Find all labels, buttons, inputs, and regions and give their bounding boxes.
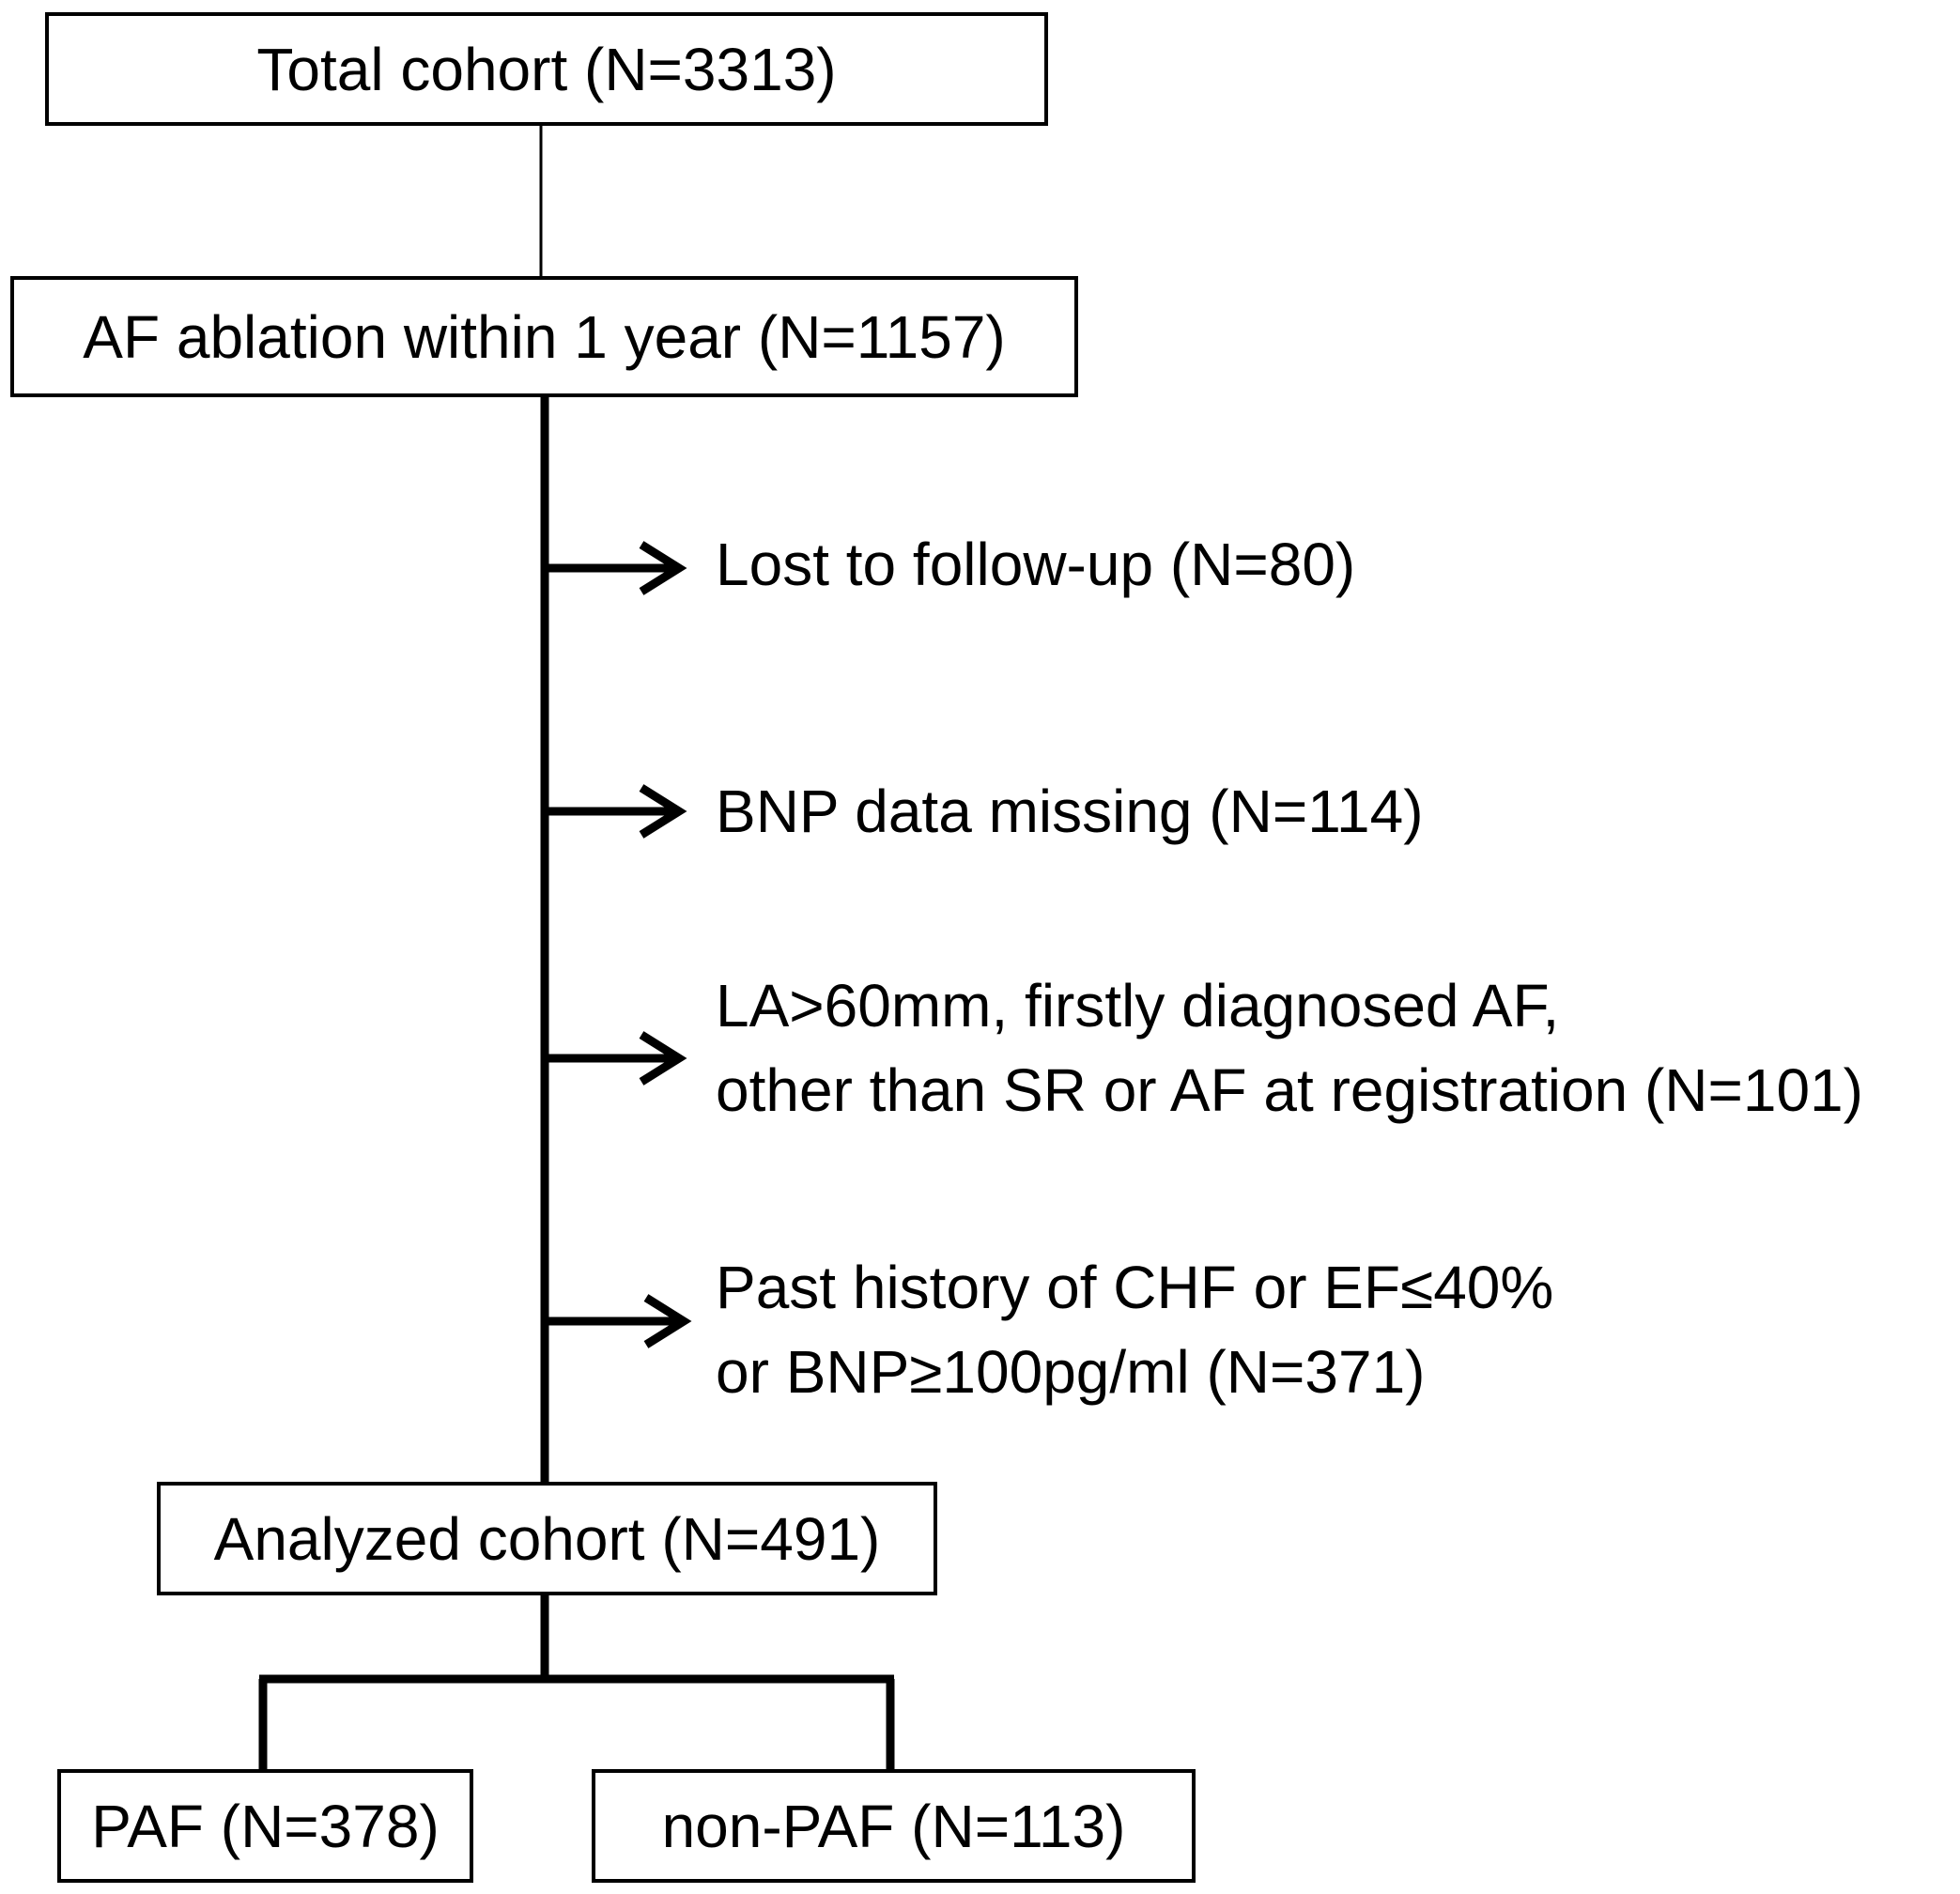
exclusion-lost-to-follow-up: Lost to follow-up (N=80): [716, 522, 1355, 607]
exclusion-arrow-1: [545, 541, 687, 595]
exclusion-arrow-4: [545, 1294, 692, 1348]
exclusion-la-firstly-diagnosed: LA>60mm, firstly diagnosed AF, other tha…: [716, 963, 1863, 1132]
exclusion-4-line-1: Past history of CHF or EF≤40%: [716, 1254, 1554, 1321]
paf-label: PAF (N=378): [91, 1792, 440, 1860]
total-cohort-box: Total cohort (N=3313): [45, 12, 1048, 126]
exclusion-3-line-2: other than SR or AF at registration (N=1…: [716, 1056, 1863, 1124]
analyzed-cohort-label: Analyzed cohort (N=491): [213, 1504, 881, 1573]
exclusion-4-line-2: or BNP≥100pg/ml (N=371): [716, 1338, 1426, 1406]
af-ablation-label: AF ablation within 1 year (N=1157): [83, 302, 1006, 371]
exclusion-2-line-1: BNP data missing (N=114): [716, 778, 1424, 845]
analyzed-cohort-box: Analyzed cohort (N=491): [157, 1482, 937, 1595]
exclusion-arrow-2: [545, 784, 687, 839]
exclusion-1-line-1: Lost to follow-up (N=80): [716, 531, 1356, 598]
total-cohort-label: Total cohort (N=3313): [256, 35, 837, 103]
exclusion-arrow-3: [545, 1031, 687, 1086]
non-paf-box: non-PAF (N=113): [592, 1769, 1196, 1883]
exclusion-3-line-1: LA>60mm, firstly diagnosed AF,: [716, 972, 1560, 1039]
non-paf-label: non-PAF (N=113): [661, 1792, 1126, 1860]
exclusion-chf-ef-bnp: Past history of CHF or EF≤40% or BNP≥100…: [716, 1245, 1553, 1414]
paf-box: PAF (N=378): [57, 1769, 473, 1883]
exclusion-bnp-missing: BNP data missing (N=114): [716, 769, 1424, 854]
af-ablation-box: AF ablation within 1 year (N=1157): [10, 276, 1078, 397]
